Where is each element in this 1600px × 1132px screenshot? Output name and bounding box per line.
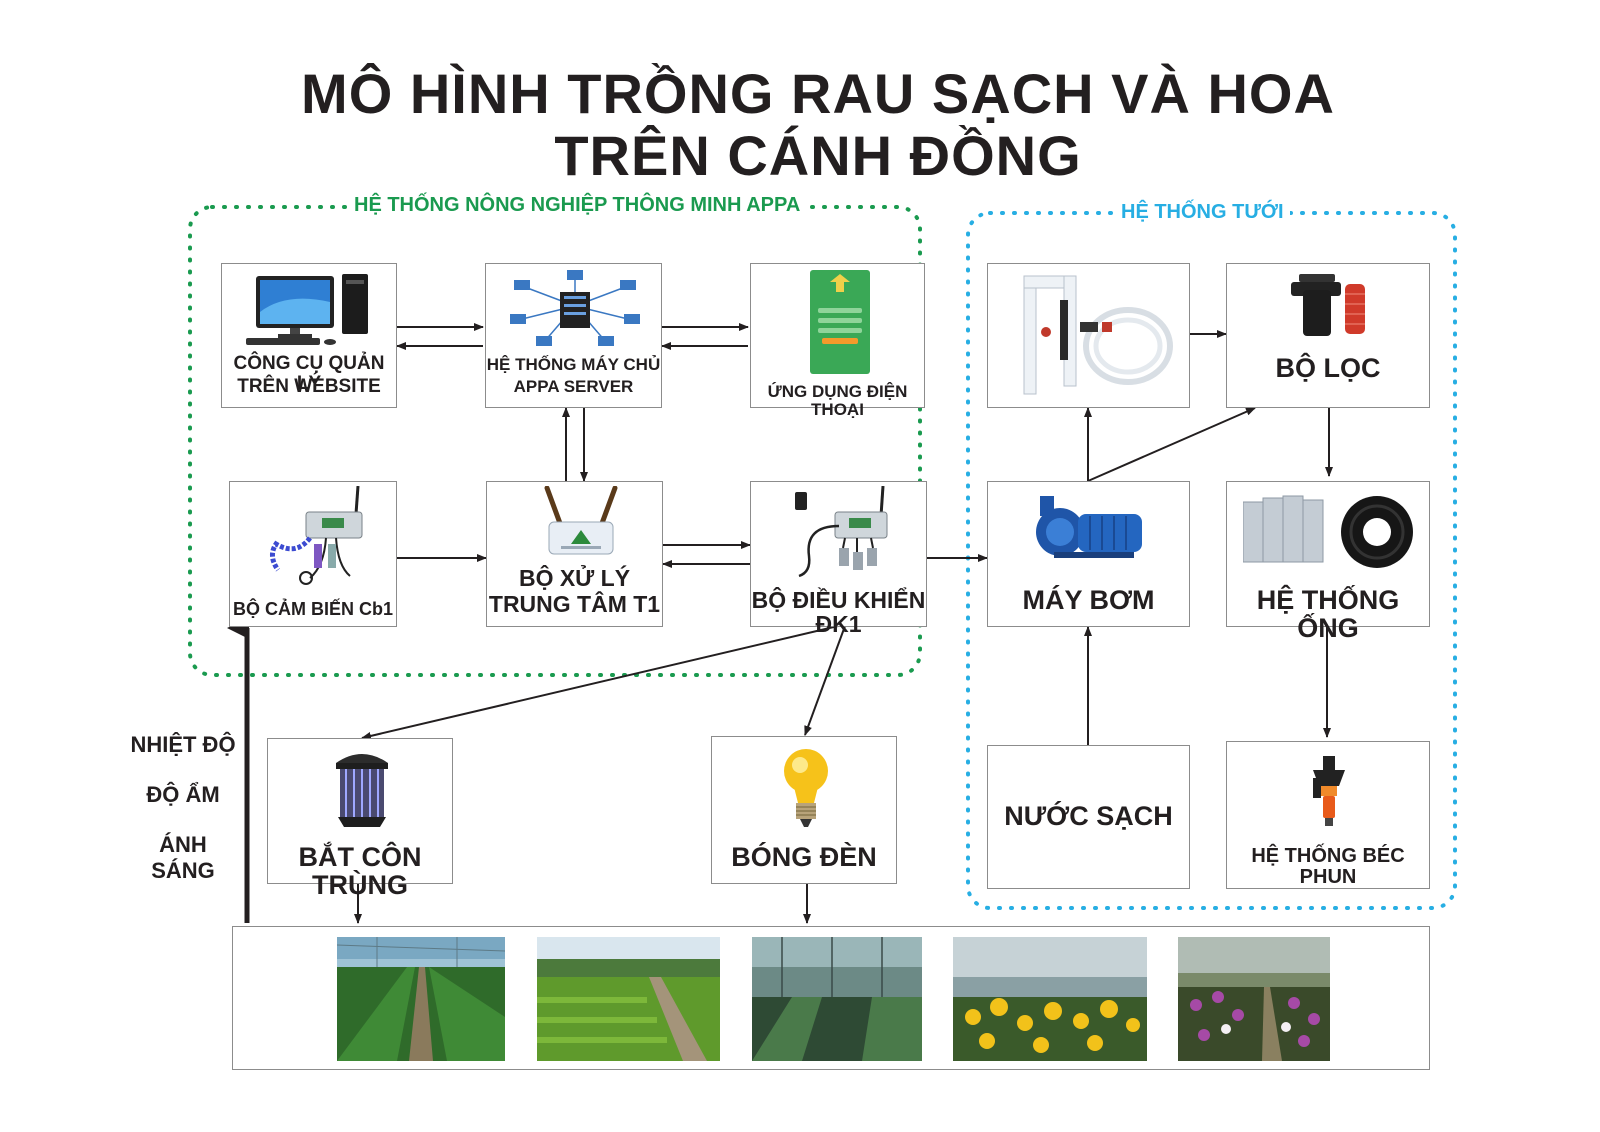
arrow-controller-to-bulb (804, 625, 846, 736)
bulb-label: BÓNG ĐÈN (731, 842, 877, 872)
water-pump-icon (1036, 496, 1142, 558)
appa-group-label: HỆ THỐNG NÔNG NGHIỆP THÔNG MINH APPA (348, 194, 807, 217)
phone-app-node: ỨNG DỤNG ĐIỆN THOẠI (750, 263, 925, 418)
pipes-icon (1243, 495, 1413, 568)
purple-orchid-photo-icon (1178, 937, 1330, 1061)
insect-trap-label: BẮT CÔN TRÙNG (298, 842, 422, 901)
pump-label: MÁY BƠM (1022, 585, 1155, 615)
controller-label: BỘ ĐIỀU KHIỂN ĐK1 (751, 587, 926, 638)
controller-node: BỘ ĐIỀU KHIỂN ĐK1 (750, 481, 927, 636)
server-node: HỆ THỐNG MÁY CHỦ APPA SERVER (485, 263, 662, 408)
irrigation-group-border (966, 211, 1457, 910)
irrigation-group-label: HỆ THỐNG TƯỚI (1115, 201, 1290, 224)
env-humidity-label: ĐỘ ẨM (146, 782, 220, 807)
field-photo-5 (1178, 937, 1330, 1061)
smartphone-app-icon (810, 270, 870, 374)
router-icon (544, 486, 618, 555)
env-temperature-label: NHIỆT ĐỘ (130, 732, 236, 757)
sensor-label: BỘ CẢM BIẾN Cb1 (232, 599, 393, 619)
processor-label-line-1: BỘ XỬ LÝ (518, 565, 631, 591)
arrow-pump-to-filter (1087, 407, 1256, 482)
sensor-device-icon (270, 486, 363, 585)
field-photo-3 (752, 937, 922, 1061)
sensor-node: BỘ CẢM BIẾN Cb1 (229, 481, 397, 627)
insect-trap-node: BẮT CÔN TRÙNG (267, 738, 453, 899)
clean-water-label: NƯỚC SẠCH (1004, 801, 1173, 831)
web-tool-label-line-2: TRÊN WEBSITE (237, 376, 381, 397)
yellow-orchid-photo-icon (953, 937, 1147, 1061)
bulb-node: BÓNG ĐÈN (711, 736, 897, 884)
appa-group-border (188, 205, 922, 677)
processor-node: BỘ XỬ LÝ TRUNG TÂM T1 (486, 481, 663, 627)
light-bulb-icon (784, 749, 828, 827)
phone-app-label: ỨNG DỤNG ĐIỆN THOẠI (767, 382, 908, 419)
desktop-computer-icon (246, 274, 368, 345)
arrow-controller-to-insect-trap (361, 625, 839, 740)
field-photo-2 (537, 937, 720, 1061)
web-tool-label-line-1: CÔNG CỤ QUẢN LÝ (233, 353, 385, 394)
pipes-node: HỆ THỐNG ỐNG (1226, 481, 1430, 642)
processor-label-line-2: TRUNG TÂM T1 (488, 591, 661, 617)
field-photo-1 (337, 937, 505, 1061)
greenhouse-photo-icon (752, 937, 922, 1061)
diagram-title-line-1: MÔ HÌNH TRỒNG RAU SẠCH VÀ HOA (301, 62, 1335, 125)
pump-node: MÁY BƠM (987, 481, 1190, 627)
lettuce-field-photo-icon (537, 937, 720, 1061)
filter-icon (1291, 274, 1365, 336)
filter-label: BỘ LỌC (1275, 353, 1381, 383)
insect-trap-icon (336, 754, 388, 827)
fertilizer-injector-icon (1023, 275, 1173, 395)
sprinkler-icon (1313, 756, 1345, 826)
injector-node (987, 263, 1190, 408)
server-network-icon (510, 270, 640, 346)
controller-device-icon (795, 486, 888, 578)
field-photo-icon (337, 937, 505, 1061)
pipes-label: HỆ THỐNG ỐNG (1256, 585, 1400, 644)
sprinkler-label: HỆ THỐNG BÉC PHUN (1251, 845, 1405, 888)
filter-node: BỘ LỌC (1226, 263, 1430, 408)
clean-water-node: NƯỚC SẠCH (987, 745, 1190, 889)
server-label-line-1: HỆ THỐNG MÁY CHỦ (486, 355, 661, 374)
web-tool-node: CÔNG CỤ QUẢN LÝ TRÊN WEBSITE (221, 263, 397, 408)
sprinkler-node: HỆ THỐNG BÉC PHUN (1226, 741, 1430, 889)
env-light-label: ÁNH SÁNG (151, 832, 215, 883)
diagram-title-line-2: TRÊN CÁNH ĐỒNG (554, 124, 1082, 187)
server-label-line-2: APPA SERVER (513, 377, 634, 396)
field-photo-4 (953, 937, 1147, 1061)
